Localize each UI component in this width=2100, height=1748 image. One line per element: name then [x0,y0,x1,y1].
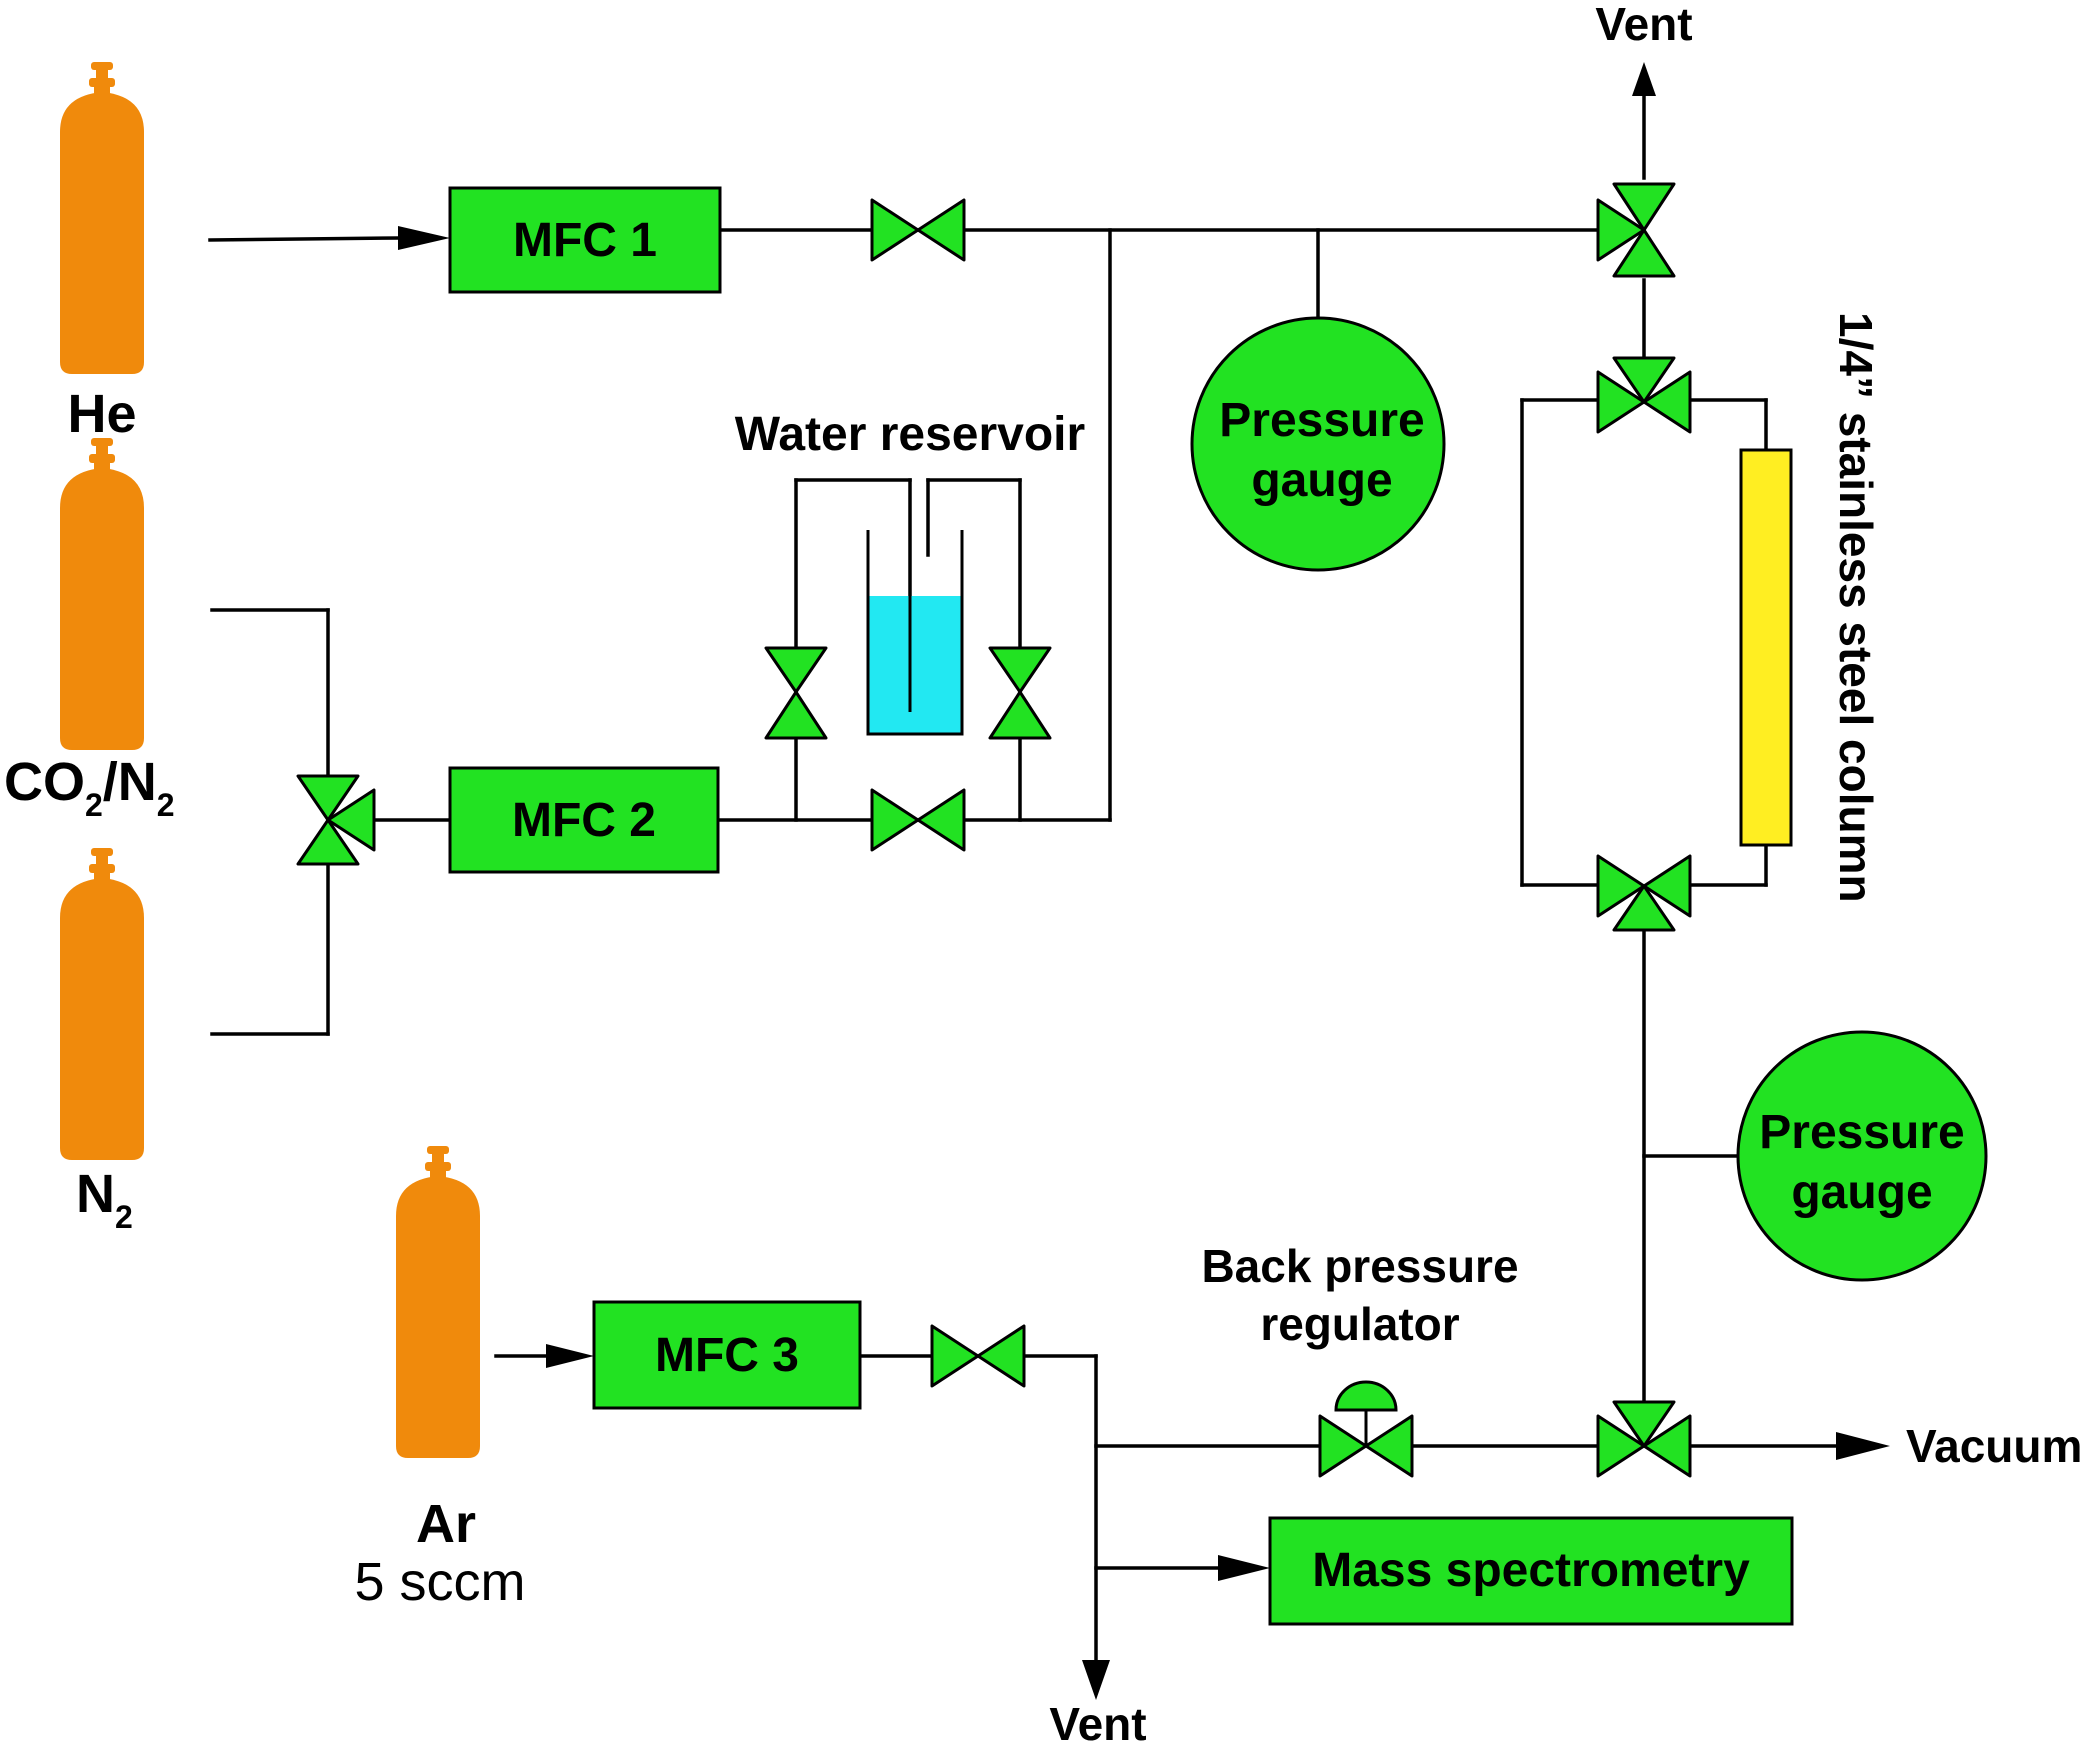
three-way-valves [296,182,1692,1478]
valve-mfc3-icon [930,1324,1026,1388]
mfc3-label: MFC 3 [655,1329,799,1382]
n2-label-main: N [76,1164,115,1224]
ar-arrow-icon [546,1344,594,1368]
mfc1-label: MFC 1 [513,214,657,267]
column-label: 1/4” stainless steel column [1830,312,1882,903]
two-way-valves [764,198,1414,1478]
water-reservoir [866,530,964,736]
arrow-heads [398,62,1890,1700]
valve-vent-selector-icon [1596,182,1676,278]
cylinder-co2-n2-icon [60,438,144,750]
co2-label-sub: 2 [85,787,103,823]
stainless-steel-column [1739,448,1793,847]
valve-vacuum-selector-icon [1596,1400,1692,1478]
back-pressure-regulator-label-line2: regulator [1260,1298,1459,1350]
back-pressure-regulator-label-line1: Back pressure [1201,1240,1518,1292]
pressure-gauge-top: Pressure gauge [1190,316,1446,572]
valve-column-inlet-icon [1596,356,1692,434]
water-reservoir-label: Water reservoir [735,408,1085,461]
pressure-gauge-top-line2: gauge [1251,454,1392,507]
pressure-gauge-bottom: Pressure gauge [1736,1030,1988,1282]
mfc1-box: MFC 1 [448,186,722,294]
co2-label-main: CO [4,752,85,812]
valve-gas-selector-icon [296,774,376,866]
vacuum-label: Vacuum [1906,1420,2082,1472]
n2-label-sub: 2 [115,1199,133,1235]
cylinder-ar-icon [396,1146,480,1458]
cylinder-n2-icon [60,848,144,1160]
mfc3-box: MFC 3 [592,1300,862,1410]
he-arrow-icon [398,226,450,250]
pressure-gauge-top-line1: Pressure [1219,394,1424,447]
pressure-gauge-bottom-line2: gauge [1791,1166,1932,1219]
text-labels: He CO2/N2 N2 Ar 5 sccm Water reservoir V… [4,0,2082,1748]
cylinder-he-icon [60,62,144,374]
vent-bottom-label: Vent [1049,1698,1146,1748]
vacuum-arrow-icon [1836,1432,1890,1460]
vent-top-label: Vent [1595,0,1692,50]
back-pressure-regulator-dome-icon [1334,1380,1398,1446]
valve-mfc1-icon [870,198,966,262]
valve-reservoir-inlet-icon [764,646,828,740]
he-label: He [67,384,136,444]
valve-column-outlet-icon [1596,854,1692,932]
co2-label-slash: /N [103,752,157,812]
mass-spectrometry-box: Mass spectrometry [1268,1516,1794,1626]
vent-top-arrow-icon [1632,62,1656,96]
mfc2-box: MFC 2 [448,766,720,874]
co2-n2-label: CO2/N2 [4,752,175,823]
he-feed-line [208,236,400,242]
mass-spectrometry-label: Mass spectrometry [1312,1544,1750,1597]
valve-mfc2-icon [870,788,966,852]
n2-label: N2 [76,1164,133,1235]
co2-label-sub2: 2 [157,787,175,823]
vent-bottom-arrow-icon [1082,1660,1110,1700]
ar-label: Ar [416,1494,476,1554]
mass-spec-arrow-icon [1218,1555,1270,1581]
piping [208,88,1842,1672]
valve-back-pressure-regulator-icon [1318,1414,1414,1478]
pressure-gauge-bottom-line1: Pressure [1759,1106,1964,1159]
ar-flow-label: 5 sccm [354,1552,525,1612]
mfc2-label: MFC 2 [512,794,656,847]
valve-reservoir-outlet-icon [988,646,1052,740]
